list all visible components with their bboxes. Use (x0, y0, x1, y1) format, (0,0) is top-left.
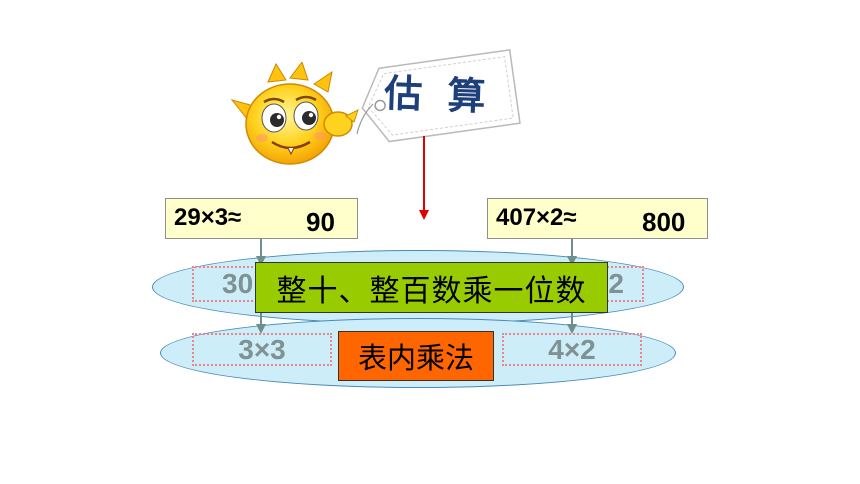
basic-left-box: 3×3 (192, 333, 332, 366)
multiply-tens-hundreds-label: 整十、整百数乘一位数 (255, 262, 608, 313)
basic-left-value: 3×3 (238, 333, 286, 365)
left-answer: 90 (306, 207, 335, 237)
left-expression: 29×3≈ (174, 204, 242, 231)
cartoon-mascot-icon (230, 62, 359, 165)
right-answer: 800 (642, 207, 686, 237)
left-estimate-box: 29×3≈ 90 (165, 198, 358, 239)
tag-label: 估 算 (383, 70, 493, 119)
right-expression: 407×2≈ (496, 204, 577, 231)
right-estimate-box: 407×2≈ 800 (487, 198, 708, 239)
down-arrow-icon (419, 136, 429, 220)
price-tag-icon (356, 49, 521, 143)
basic-right-value: 4×2 (548, 333, 596, 365)
basic-right-box: 4×2 (502, 333, 642, 366)
rounded-left-value: 30 (222, 268, 254, 299)
times-table-label: 表内乘法 (338, 331, 494, 381)
rounded-right-value: 2 (608, 268, 624, 299)
